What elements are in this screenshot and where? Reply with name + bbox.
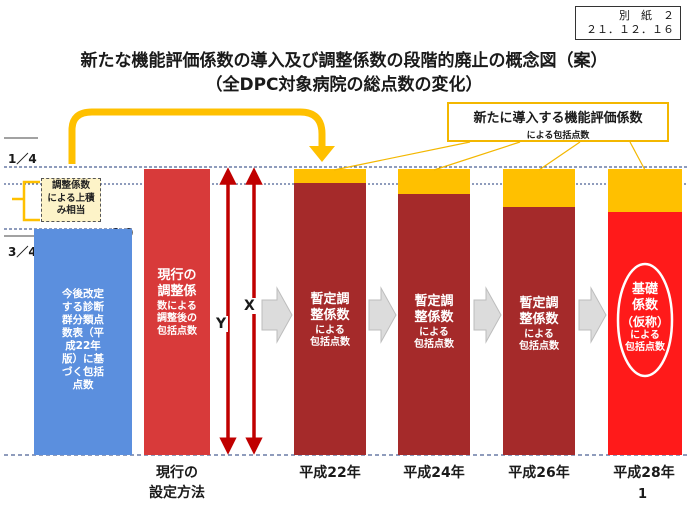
- label-h26: 平成26年: [508, 465, 570, 481]
- adjustment-line-1: 調整係数: [51, 180, 90, 191]
- bar-h24-line-4: 包括点数: [414, 339, 454, 350]
- bar-h24: [398, 194, 470, 455]
- bar-base-line: 成22年: [65, 340, 101, 352]
- step-arrow-1: [261, 286, 293, 344]
- bar-h26-text: 暫定調 整係数 による 包括点数: [503, 296, 575, 354]
- bar-h22-line-1: 暫定調: [310, 292, 350, 307]
- bar-current-line-2: 調整係: [157, 284, 197, 300]
- bar-base-line: 今後改定: [62, 288, 104, 300]
- bar-h26-new: [503, 169, 575, 207]
- bar-base-line: 数表（平: [62, 327, 104, 339]
- bar-base-text: 今後改定 する診断 群分類点 数表（平 成22年 版）に基 づく包括 点数: [34, 288, 132, 392]
- bar-current-line-5: 包括点数: [157, 325, 197, 337]
- label-h28: 平成28年: [613, 465, 675, 481]
- adjustment-box: 調整係数 による上積 み相当: [41, 178, 101, 222]
- label-h22: 平成22年: [299, 465, 361, 481]
- bar-base-line: 群分類点: [62, 314, 104, 326]
- step-arrow-3: [473, 286, 502, 344]
- bar-h22-line-4: 包括点数: [310, 337, 350, 348]
- bar-h28-text: 基礎 係数 （仮称） による 包括点数: [608, 282, 682, 355]
- document-stamp: 別 紙 ２ ２１．１２．１６: [575, 6, 681, 40]
- new-coefficient-line-1: 新たに導入する機能評価係数: [473, 111, 643, 126]
- bar-h28-line-4: による: [630, 329, 660, 341]
- fraction-quarter: 1／4: [8, 152, 37, 166]
- bar-h28-line-1: 基礎: [631, 282, 658, 297]
- bar-h24-new: [398, 169, 470, 194]
- leader-h28: [629, 141, 646, 171]
- bar-h28: [608, 212, 682, 455]
- bar-h24-text: 暫定調 整係数 による 包括点数: [398, 294, 470, 352]
- bar-current-line-4: 調整後の: [157, 313, 197, 324]
- bar-h24-line-2: 整係数: [414, 310, 454, 326]
- stamp-line-1: 別 紙 ２: [619, 9, 674, 22]
- bar-base-line: 点数: [72, 379, 94, 391]
- bar-current-line-3: 数による: [157, 300, 197, 312]
- leader-h26: [538, 141, 581, 171]
- label-current-method: 現行の 設定方法: [136, 462, 218, 502]
- label-x: X: [242, 298, 257, 314]
- bar-h22-text: 暫定調 整係数 による 包括点数: [294, 292, 366, 350]
- bar-h22-new: [294, 169, 366, 183]
- bar-h24-line-3: による: [419, 326, 449, 338]
- bar-h28-line-3: （仮称）: [620, 314, 669, 329]
- bar-h26: [503, 207, 575, 455]
- bar-current: [144, 169, 210, 455]
- bar-current-line-1: 現行の: [157, 268, 197, 283]
- leader-h24: [433, 141, 521, 171]
- new-coefficient-label: 新たに導入する機能評価係数 による包括点数: [447, 102, 669, 142]
- curved-arrow-head: [309, 146, 335, 162]
- bar-h26-line-4: 包括点数: [519, 341, 559, 352]
- bar-h28-line-2: 係数: [631, 298, 658, 314]
- bar-base: [34, 229, 132, 455]
- leader-h22: [333, 141, 471, 171]
- label-y: Y: [214, 316, 229, 332]
- page-title: 新たな機能評価係数の導入及び調整係数の段階的廃止の概念図（案）: [80, 51, 608, 71]
- fraction-three-quarter: 3／4: [8, 245, 37, 259]
- bar-h24-line-1: 暫定調: [414, 294, 454, 309]
- adjustment-line-3: み相当: [56, 205, 86, 216]
- adjustment-line-2: による上積: [47, 192, 95, 204]
- bar-base-line: する診断: [62, 301, 104, 313]
- bar-h28-new: [608, 169, 682, 212]
- bar-h26-line-1: 暫定調: [519, 296, 559, 311]
- bar-base-line: 版）に基: [62, 353, 104, 365]
- label-h24: 平成24年: [403, 465, 465, 481]
- page-subtitle: （全DPC対象病院の総点数の変化）: [205, 75, 483, 95]
- bar-current-text: 現行の 調整係 数による 調整後の 包括点数: [144, 268, 210, 338]
- bar-base-line: づく包括: [62, 366, 104, 378]
- page-number: 1: [638, 487, 648, 502]
- bar-h28-ellipse: [616, 262, 674, 378]
- new-coefficient-line-2: による包括点数: [526, 131, 590, 141]
- bar-h22-line-3: による: [315, 324, 345, 336]
- bar-h26-line-2: 整係数: [519, 312, 559, 328]
- label-current-line-2: 設定方法: [149, 485, 205, 501]
- bar-h28-line-5: 包括点数: [625, 342, 665, 353]
- step-arrow-2: [368, 286, 397, 344]
- bar-h22-line-2: 整係数: [310, 308, 350, 324]
- curved-arrow: [68, 108, 326, 164]
- stamp-line-2: ２１．１２．１６: [586, 23, 674, 36]
- adjust-bracket-left: [22, 180, 40, 222]
- bar-h22: [294, 183, 366, 455]
- label-current-line-1: 現行の: [156, 465, 198, 481]
- step-arrow-4: [578, 286, 607, 344]
- bar-h26-line-3: による: [524, 328, 554, 340]
